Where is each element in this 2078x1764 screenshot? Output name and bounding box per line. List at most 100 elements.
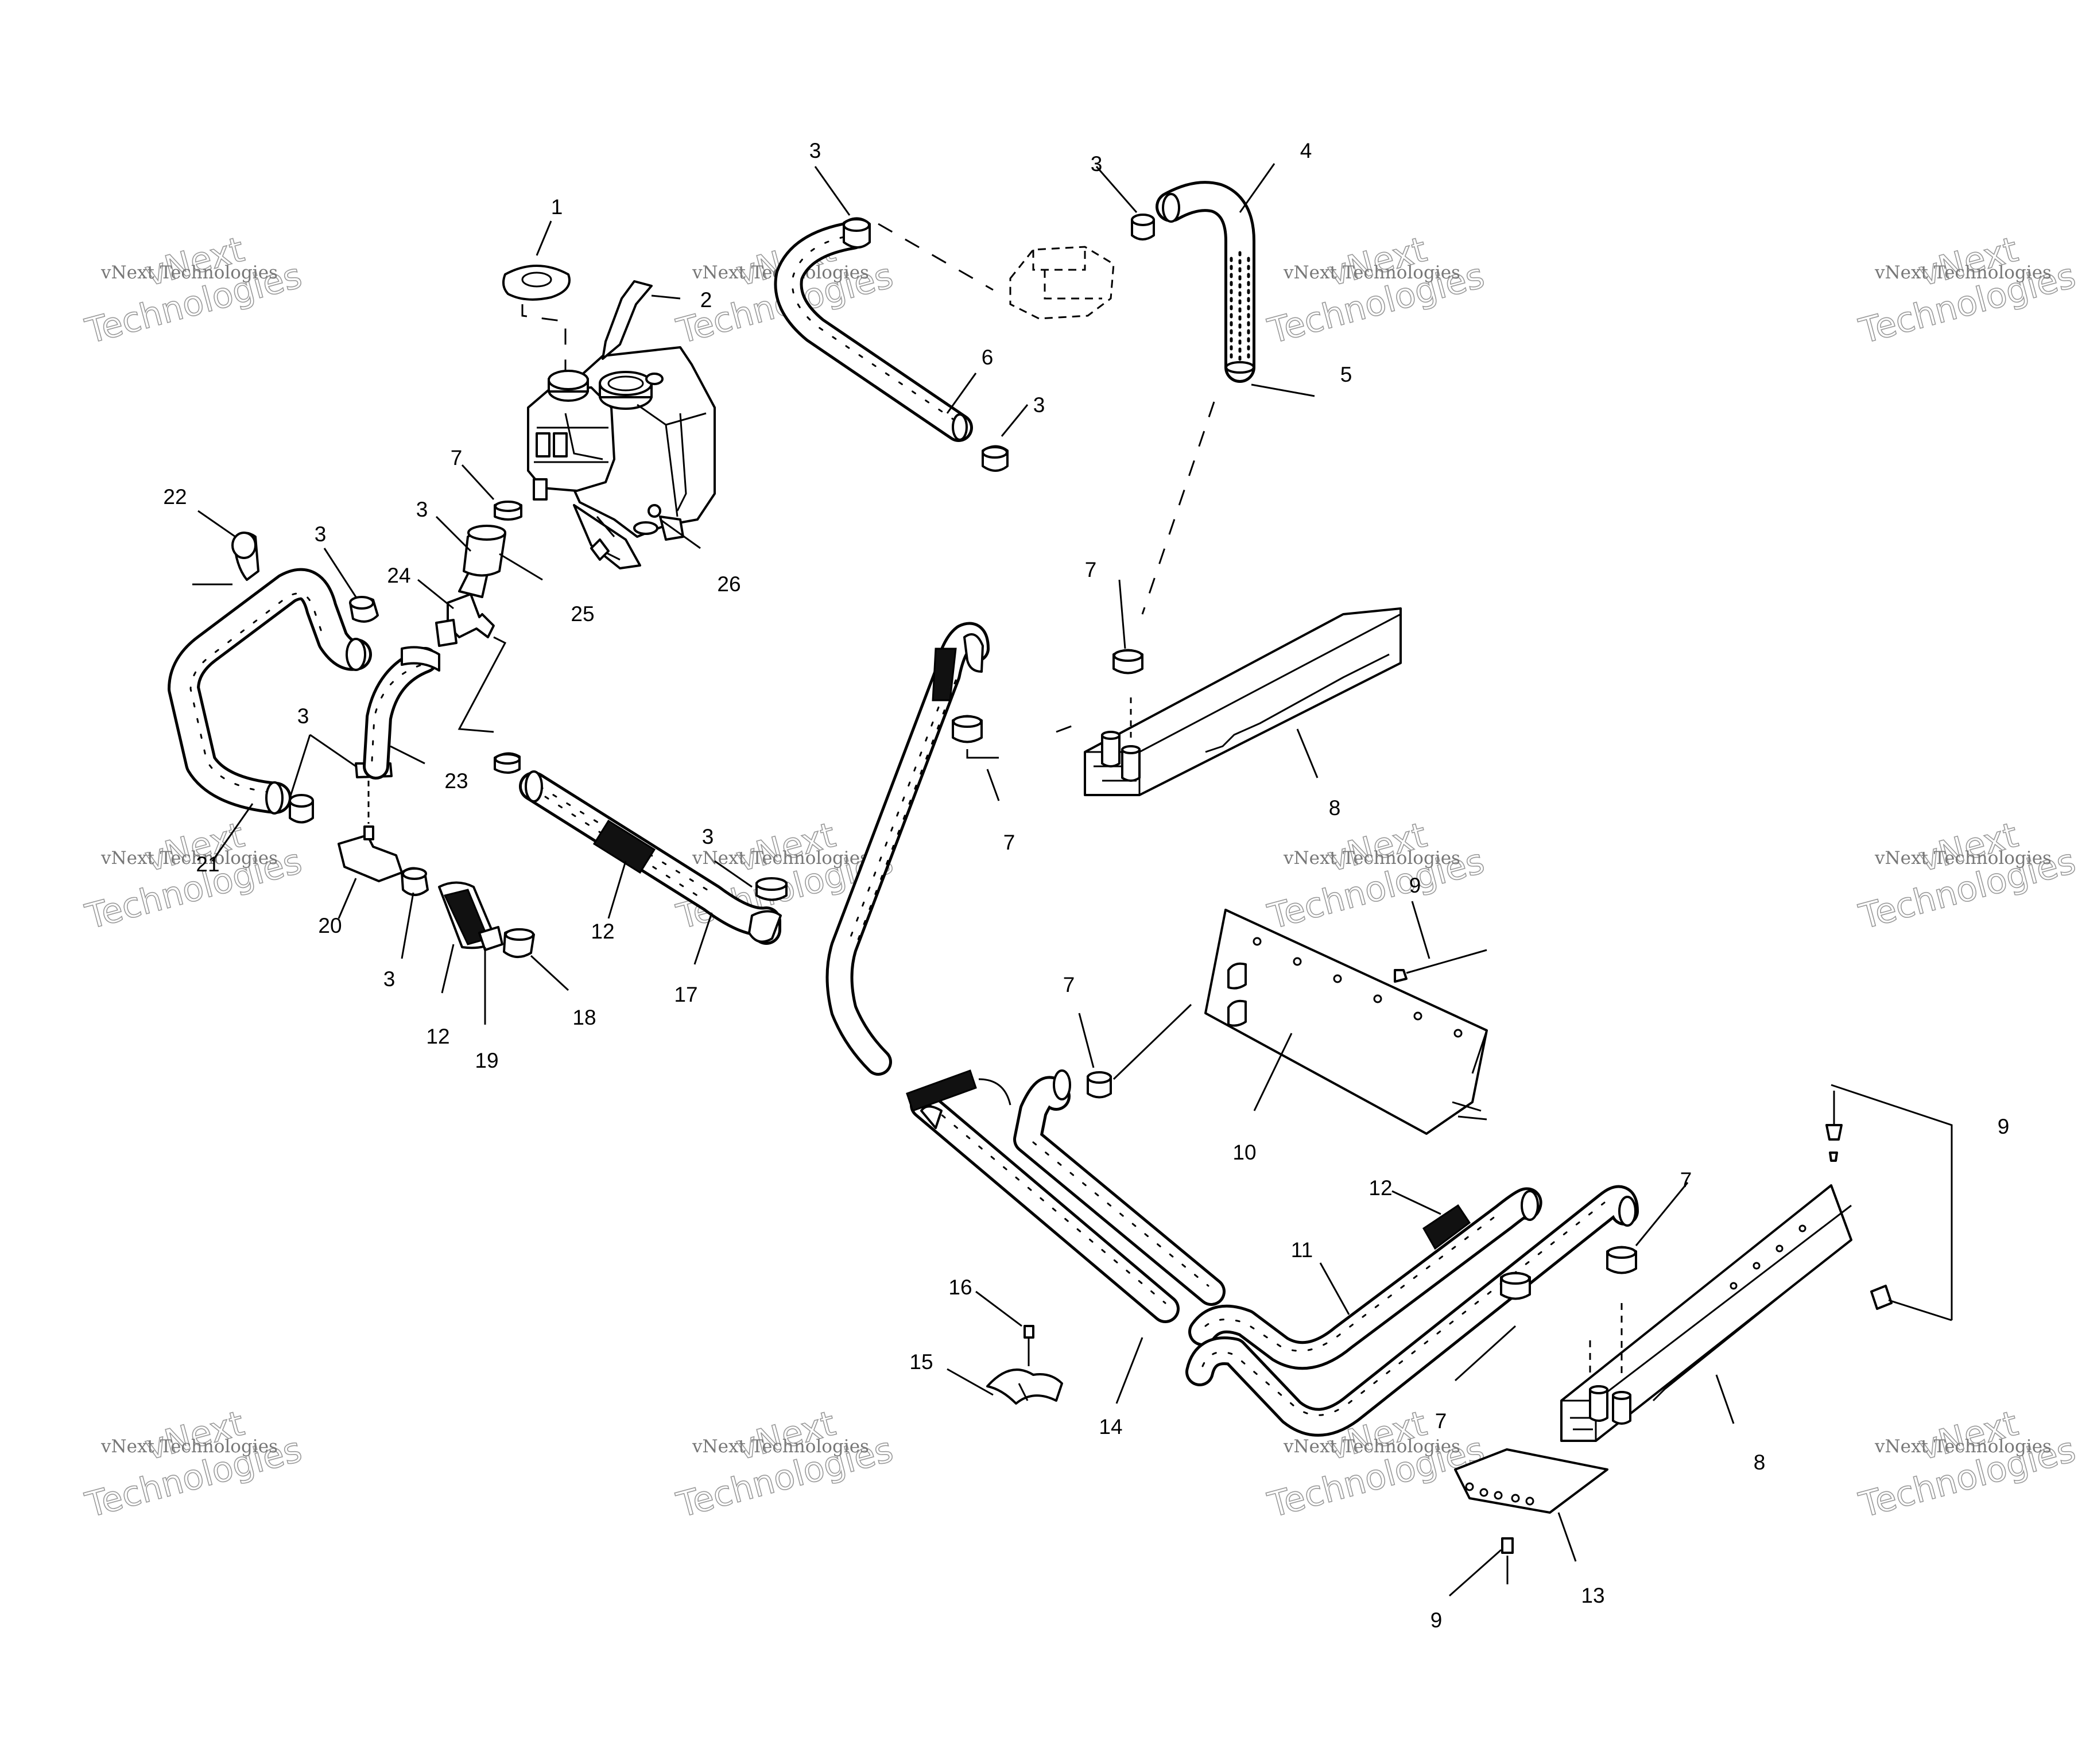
callout-13: 13	[1581, 1584, 1604, 1607]
clamp-hx-upper	[1112, 649, 1143, 674]
callout-3: 3	[1091, 152, 1103, 176]
callout-labels: 1 2 3 3 3 3 3 3 3 3 3 4 5 6 7 7 7 7 7 7 …	[163, 139, 2009, 1632]
clamp-left-bottom	[289, 794, 314, 824]
watermark-brand-line: vNext Technologies	[692, 1436, 869, 1457]
callout-3: 3	[702, 825, 714, 848]
callout-16: 16	[948, 1275, 972, 1299]
bracket-22	[192, 532, 259, 586]
watermark-brand-line: vNext Technologies	[692, 848, 869, 869]
callout-4: 4	[1300, 139, 1312, 162]
hose-19	[438, 881, 503, 951]
callout-3: 3	[809, 139, 821, 162]
callout-2: 2	[700, 288, 712, 312]
hose-17	[519, 770, 782, 945]
callout-14: 14	[1099, 1415, 1122, 1439]
watermark-brand-line: vNext Technologies	[100, 262, 278, 283]
callout-3: 3	[416, 498, 428, 521]
callout-21: 21	[196, 852, 219, 876]
clamp-upper-small	[982, 445, 1009, 472]
heat-exchanger-upper	[1056, 607, 1402, 796]
callout-24: 24	[387, 564, 410, 587]
clamp-top-7	[494, 501, 522, 521]
callout-3: 3	[297, 704, 309, 728]
clamp-17	[755, 877, 788, 901]
callout-8: 8	[1754, 1451, 1766, 1474]
callout-12: 12	[426, 1025, 449, 1048]
fitting-25	[463, 525, 506, 577]
callout-11: 11	[1291, 1238, 1313, 1262]
callout-17: 17	[674, 983, 697, 1006]
callout-7: 7	[1085, 558, 1097, 581]
vent-tube	[602, 280, 653, 360]
callout-12: 12	[1368, 1176, 1392, 1200]
callout-6: 6	[982, 346, 994, 369]
watermark-brand-line: vNext Technologies	[1874, 848, 2052, 869]
callout-18: 18	[572, 1006, 596, 1029]
callout-9: 9	[1430, 1608, 1443, 1632]
callout-9: 9	[1998, 1115, 2010, 1138]
callout-3: 3	[383, 967, 396, 991]
heat-exchanger-lower	[1560, 1184, 1852, 1442]
callout-5: 5	[1340, 363, 1352, 386]
clamp-11-right	[1606, 1246, 1637, 1274]
callout-19: 19	[475, 1049, 498, 1072]
hose-upper-left	[774, 221, 973, 442]
clamp-upper-left	[843, 217, 871, 249]
collar-7-mid	[1087, 1003, 1192, 1099]
callout-1: 1	[551, 195, 563, 219]
fitting-20	[338, 781, 403, 882]
watermark-brand-line: vNext Technologies	[100, 848, 278, 869]
leader-lines	[197, 163, 1953, 1597]
callout-20: 20	[318, 914, 342, 937]
clamp-center-7	[952, 715, 999, 759]
watermark-brand-line: vNext Technologies	[100, 1436, 278, 1457]
hose-23	[363, 646, 440, 780]
hose-elbow-upper-right	[1156, 181, 1255, 383]
callout-3: 3	[1033, 393, 1045, 417]
callout-9: 9	[1409, 874, 1421, 897]
clamp-upper-mid	[1131, 214, 1155, 241]
callout-7: 7	[1003, 831, 1015, 854]
callout-10: 10	[1232, 1141, 1256, 1164]
watermark-brand-line: vNext Technologies	[1874, 1436, 2052, 1457]
watermark-brand-line: vNext Technologies	[1283, 262, 1460, 283]
screw-16	[1024, 1325, 1034, 1366]
clamp-left-top	[349, 596, 379, 623]
plate-10	[1204, 909, 1488, 1135]
watermark-brand-line: vNext Technologies	[1874, 262, 2052, 283]
callout-15: 15	[909, 1350, 933, 1374]
callout-12: 12	[591, 920, 614, 943]
callout-7: 7	[451, 446, 463, 470]
watermark-brand-line: vNext Technologies	[1283, 1436, 1460, 1457]
rivet-9-top	[1394, 949, 1487, 983]
callout-8: 8	[1329, 796, 1341, 820]
hose-long-center	[825, 622, 990, 1076]
callout-3: 3	[315, 522, 327, 546]
clamp-hose17-top	[494, 752, 521, 774]
hose-14	[906, 1069, 1226, 1323]
rivet-9-bottom	[1501, 1537, 1514, 1584]
clamp-20-right	[401, 867, 429, 896]
callout-7: 7	[1063, 973, 1075, 997]
callout-23: 23	[444, 769, 468, 793]
tee-fitting	[435, 567, 495, 647]
callout-22: 22	[163, 485, 187, 509]
callout-7: 7	[1435, 1409, 1447, 1433]
watermark-brand-line: vNext Technologies	[1283, 848, 1460, 869]
thermostat-housing-dashed	[878, 223, 1115, 320]
callout-7: 7	[1680, 1168, 1692, 1192]
coolant-reservoir	[527, 346, 716, 569]
hose-left-bent	[168, 568, 372, 815]
hose-11	[1185, 1185, 1639, 1437]
clamp-18	[503, 928, 535, 958]
